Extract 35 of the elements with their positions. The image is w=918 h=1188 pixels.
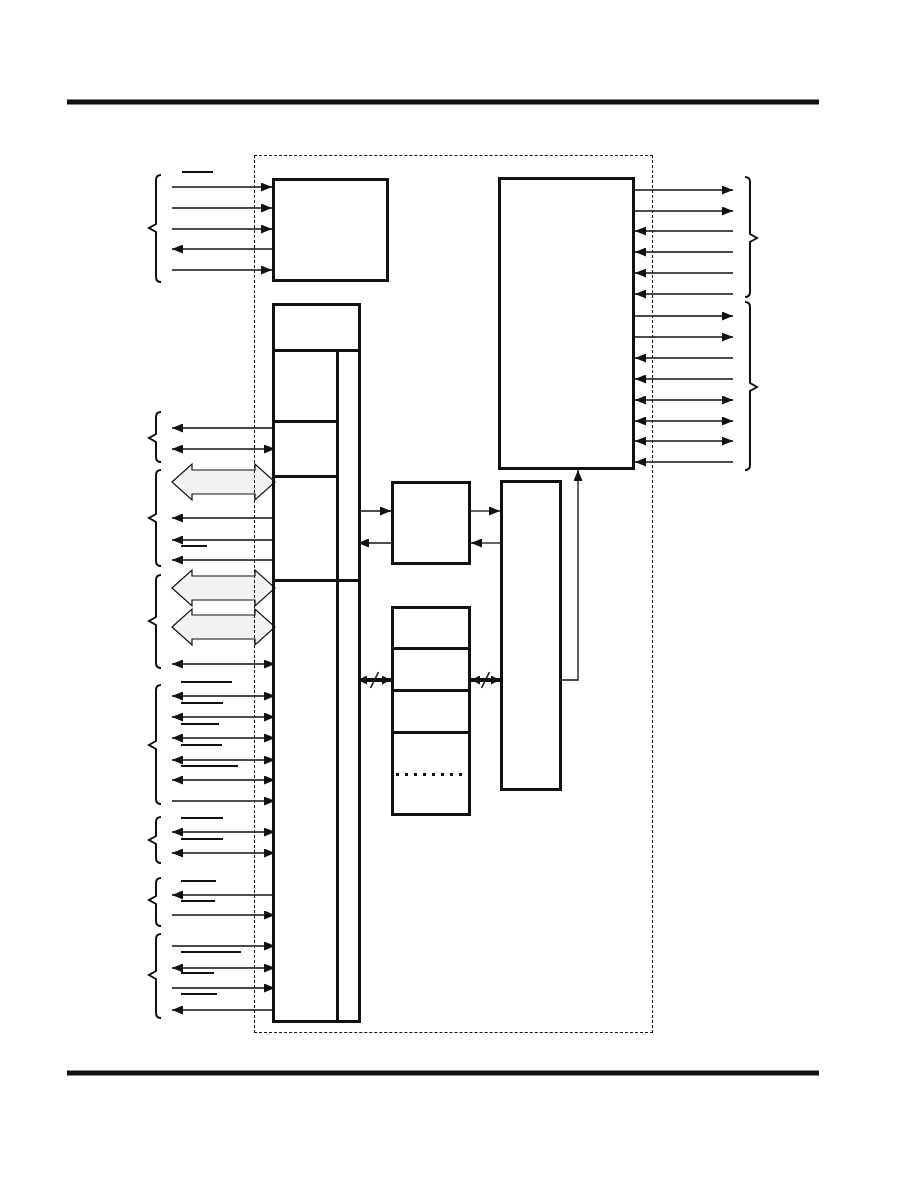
- block-column: [272, 303, 361, 1023]
- arrow: [634, 226, 734, 236]
- block-section: [275, 423, 339, 478]
- arrow: [171, 182, 273, 192]
- arrow: [634, 332, 734, 342]
- double-arrow: [634, 395, 734, 405]
- arrow: [171, 244, 273, 254]
- double-arrow: [358, 675, 391, 685]
- arrow: [634, 206, 734, 216]
- arrow: [634, 268, 734, 278]
- block: [272, 178, 389, 282]
- arrow: [634, 289, 734, 299]
- arrow: [171, 203, 273, 213]
- block: [391, 481, 471, 565]
- block: [500, 480, 562, 791]
- block-section: [275, 478, 339, 582]
- arrow: [634, 353, 734, 363]
- arrow: [634, 247, 734, 257]
- block-section: [275, 352, 339, 423]
- arrow: [171, 224, 273, 234]
- arrow: [634, 311, 734, 321]
- double-arrow: [634, 436, 734, 446]
- double-arrow: [471, 675, 500, 685]
- block: [498, 177, 635, 470]
- arrow: [470, 506, 501, 516]
- block-stack: [391, 606, 471, 816]
- arrow: [561, 469, 583, 681]
- arrow: [470, 538, 501, 548]
- arrow: [634, 457, 734, 467]
- arrow: [634, 185, 734, 195]
- arrow: [634, 374, 734, 384]
- block-section: [275, 582, 339, 1023]
- arrow: [171, 265, 273, 275]
- dashed-boundary: [254, 155, 653, 1033]
- double-arrow: [634, 416, 734, 426]
